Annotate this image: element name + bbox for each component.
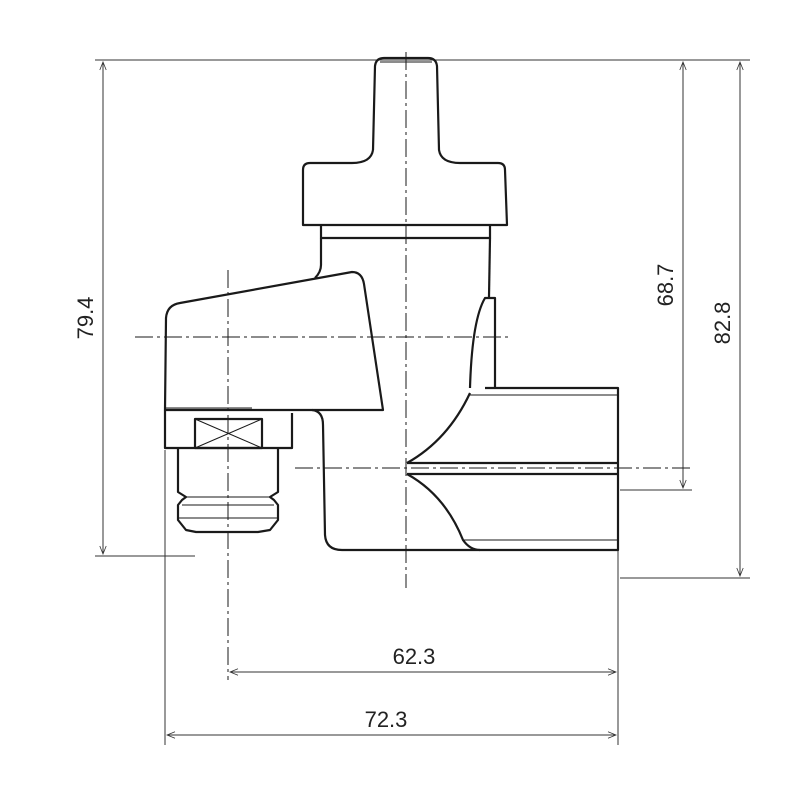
dimension-labels: 79.4 68.7 82.8 62.3 72.3 [73, 264, 735, 732]
lower-fitting [176, 448, 280, 534]
extension-lines [95, 59, 750, 745]
wrench-flat-icon [193, 417, 264, 450]
dim-label-62-3: 62.3 [393, 644, 436, 669]
dim-label-68-7: 68.7 [653, 264, 678, 307]
top-nozzle [371, 56, 461, 165]
side-pipe [470, 386, 620, 552]
dim-label-82-8: 82.8 [710, 302, 735, 345]
fin [468, 296, 497, 389]
handle [163, 270, 385, 412]
dimension-lines [103, 62, 740, 735]
dim-label-72-3: 72.3 [365, 707, 408, 732]
dim-label-79-4: 79.4 [73, 297, 98, 340]
ring [319, 225, 492, 240]
cap [301, 161, 509, 227]
center-lines [135, 52, 690, 680]
valve-body [163, 56, 620, 552]
